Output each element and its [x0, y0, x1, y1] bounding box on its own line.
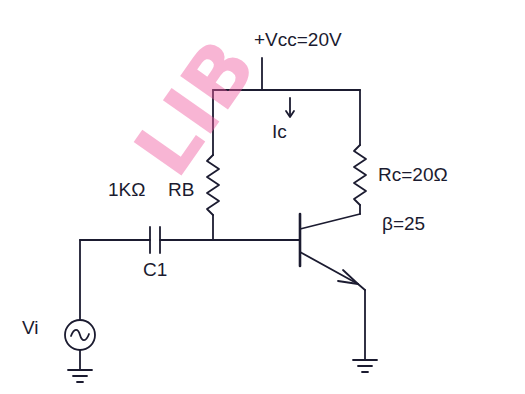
current-arrow	[286, 111, 294, 117]
transistor-emitter	[300, 252, 358, 284]
source-symbol	[65, 320, 95, 350]
current-label: Ic	[272, 122, 287, 143]
wire	[160, 239, 300, 241]
wire	[212, 215, 214, 240]
ground-symbol	[353, 359, 377, 361]
watermark: LIB	[123, 27, 270, 189]
source-label: Vi	[22, 318, 39, 339]
transistor-collector	[300, 214, 360, 229]
wire	[358, 284, 365, 290]
current-arrow	[289, 98, 291, 116]
wire	[364, 290, 366, 360]
ground-symbol	[362, 371, 368, 373]
wire	[359, 205, 361, 214]
ground-symbol	[358, 365, 372, 367]
wire	[80, 239, 150, 241]
supply-label: +Vcc=20V	[254, 30, 342, 51]
capacitor-label: C1	[143, 260, 167, 281]
wire	[79, 240, 81, 320]
resistor-label: Rc=20Ω	[378, 165, 448, 186]
resistor-symbol	[207, 155, 219, 215]
capacitor-symbol	[149, 227, 151, 253]
gain-label: β=25	[382, 214, 425, 235]
emitter-arrow	[338, 270, 358, 284]
ground-symbol	[77, 381, 83, 383]
transistor-base	[299, 214, 302, 266]
resistor-symbol	[354, 145, 366, 205]
source-symbol	[71, 330, 89, 340]
resistor-value: 1KΩ	[108, 180, 145, 201]
wire	[359, 90, 361, 145]
ground-symbol	[68, 369, 92, 371]
wire	[79, 350, 81, 370]
ground-symbol	[73, 375, 87, 377]
